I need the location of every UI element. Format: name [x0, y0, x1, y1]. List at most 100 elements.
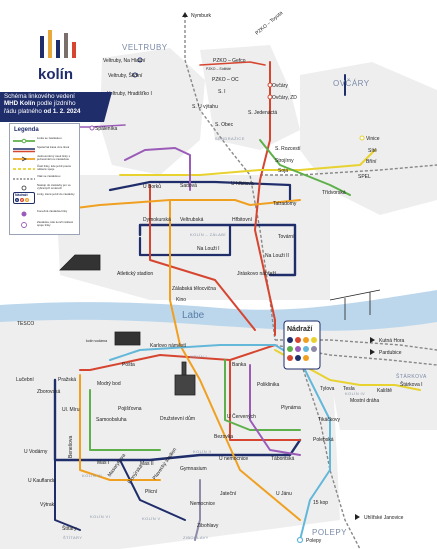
direction-nymburk: Nymburk	[191, 13, 212, 19]
stop-tesco: TESCO	[17, 321, 34, 327]
stop-s-u-vytahu: S. U výtahu	[192, 104, 218, 110]
stop-na-louzi-ii: Na Louži II	[265, 253, 289, 259]
stop-pzko-oc: PZKO – OC	[212, 77, 239, 83]
stop-bezovka: Bezovka	[214, 434, 233, 440]
stop-druzstevni-dum: Družstevní dům	[160, 415, 195, 422]
direction-kutna-hora: Kutná Hora	[379, 338, 405, 344]
stops-center: Nádraží Karlovo náměstí Pošta Banka Poli…	[16, 320, 423, 443]
stop-tovarni: Tovární	[278, 234, 295, 240]
stop-jatecni: Jateční	[220, 491, 237, 497]
stop-u-cervenych: U Červených	[227, 413, 256, 420]
stop-mas-i: Mas I	[97, 460, 109, 466]
zone-kolin-iii: KOLÍN III	[82, 473, 102, 478]
stop-strojirny: Strojírny	[275, 158, 294, 164]
logo	[38, 30, 83, 64]
stop-ul-miru: Ul. Míru	[62, 407, 80, 413]
direction-uhlirske: Uhlířské Janovice	[364, 515, 404, 521]
title-line-1: Schéma linkového vedení	[4, 93, 75, 100]
stop-benesova: Benešova	[68, 436, 74, 458]
stop-soja: Soja	[278, 168, 288, 174]
stop-veltruby-skolni: Veltruby, Školní	[108, 72, 143, 79]
stop-lucebni: Lučební	[16, 377, 34, 383]
direction-pardubice: Pardubice	[379, 350, 402, 356]
legend-row: Konečná zastávka linky	[13, 209, 79, 218]
stop-kino: Kino	[176, 297, 186, 303]
building-icon	[114, 331, 141, 346]
zone-kolin-i: KOLÍN I	[190, 354, 207, 359]
stop-gymnasium: Gymnasium	[180, 466, 207, 472]
legend-row: Nástup do zastávky jen ve vybraných směr…	[13, 183, 79, 192]
zone-stitary: ŠTÍTARY	[63, 535, 82, 540]
stop-s-rozcesti: S. Rozcestí	[275, 146, 301, 152]
zone-sendrazice: SENDRAŽICE	[215, 136, 245, 141]
stop-zibohlavy: Zibohlavy	[197, 523, 219, 529]
directions: Nymburk Kutná Hora Pardubice Uhlířské Ja…	[182, 12, 405, 521]
stop-tikackovy: Tikáčkovy	[318, 417, 341, 423]
stop-veltrubska: Veltrubská	[180, 217, 204, 223]
legend-row: Linka se zastávkou	[13, 136, 79, 145]
stop-15-kop: 15 kop	[313, 500, 328, 506]
stop-s-i: S. I	[218, 89, 226, 95]
stop-prazska: Pražská	[58, 377, 76, 383]
zone-kolin-iv: KOLÍN IV	[345, 391, 365, 396]
stop-pzko-toyota: PZKO – Toyota	[254, 10, 284, 36]
river-label: Labe	[182, 310, 205, 321]
stop-atleticky-stadion: Atletický stadion	[117, 271, 153, 277]
title-line-3: řádu platného od 1. 2. 2024	[4, 107, 81, 115]
stop-s-jedenacta: S. Jedenáctá	[248, 110, 277, 116]
stop-sadova: Sadová	[180, 183, 197, 189]
landmark-illustrations	[59, 254, 381, 396]
stop-taboritska: Táboritská	[271, 456, 295, 462]
legend: Legenda Linka se zastávkou Společná tras…	[9, 123, 80, 235]
district-starkova: ŠTÁRKOVA	[396, 373, 427, 380]
zone-zalabi: KOLÍN – ZÁLABÍ	[190, 232, 226, 237]
stop-pzko-sidliste: PZKO – Sídliště	[206, 67, 231, 71]
district-polepy: POLEPY	[312, 528, 347, 537]
church-icon	[174, 361, 196, 396]
arrow-right-icon	[370, 349, 375, 355]
district-labels: VELTRUBY OVČÁRY POLEPY ŠTÁRKOVA	[122, 43, 427, 537]
legend-row: Jednosměrný úsek linky s jednosměrnou za…	[13, 154, 79, 163]
title-box: Schéma linkového vedení MHD Kolín podle …	[0, 92, 112, 122]
stop-na-louzi-i: Na Louži I	[197, 246, 220, 252]
stop-plynarna: Plynárna	[281, 405, 301, 411]
legend-row: Nádraží 1 2 3 Linky, které jezdí do zast…	[13, 192, 79, 206]
stop-dymokurska: Dymokurská	[143, 217, 171, 223]
stop-jiraskovo-nabrezi: Jiráskovo nábřeží	[237, 271, 277, 277]
zone-kolin-v: KOLÍN V	[142, 516, 161, 521]
river-labe	[0, 290, 437, 331]
stop-veltruby-na-hlavni: Veltruby, Na Hlavní	[103, 58, 146, 64]
stop-site: Sítě	[368, 148, 377, 154]
zone-zibohlavy: ZIBOHLAVY	[183, 535, 209, 540]
stop-veltruby-hradistko: Veltruby, Hradišťko I	[107, 91, 152, 97]
title-line-2: MHD Kolín podle jízdního	[4, 100, 76, 108]
stop-stitary: Štítary	[62, 525, 77, 532]
legend-row: Zastávka, kde končí některé spoje linky	[13, 220, 79, 229]
stop-poliklinika: Poliklinika	[257, 382, 279, 388]
stop-u-nemocnice: U nemocnice	[219, 456, 248, 462]
stop-brini: Bříní	[366, 159, 377, 165]
stop-pojistovna: Pojišťovna	[118, 406, 142, 412]
stops-middle: S. Rozcestí Strojírny Soja SPEL Vinice S…	[117, 135, 380, 303]
bridge-icon	[329, 289, 381, 320]
stop-u-kauflandu: U Kauflandu	[28, 478, 56, 484]
stop-banka: Banka	[232, 362, 246, 368]
stop-s-obec: S. Obec	[215, 122, 234, 128]
stop-mas-ii: Mas II	[140, 461, 154, 467]
stop-karlovo-namesti: Karlovo náměstí	[150, 343, 187, 349]
stop-polepska: Polepská	[313, 437, 334, 443]
zone-labels: KOLÍN I KOLÍN II KOLÍN III KOLÍN IV KOLÍ…	[63, 136, 365, 540]
zone-kolin-ii: KOLÍN II	[193, 449, 212, 454]
stop-kaliste: Kaliště	[377, 388, 392, 394]
logo-icon	[40, 36, 44, 58]
stop-vinice: Vinice	[366, 136, 380, 142]
stop-tesla: Tesla	[343, 386, 355, 392]
stop-vytrak: Výtrak	[40, 502, 55, 508]
arrow-up-icon	[182, 12, 188, 17]
district-ovcary: OVČÁRY	[333, 79, 370, 88]
stop-tridvorska: Třídvorská	[322, 190, 346, 196]
stop-ovcary-zd: Ovčáry, ZD	[272, 95, 297, 101]
stop-u-borku: U Borků	[143, 183, 161, 190]
stop-pzko-gefco: PZKO – Gefco	[213, 58, 246, 64]
